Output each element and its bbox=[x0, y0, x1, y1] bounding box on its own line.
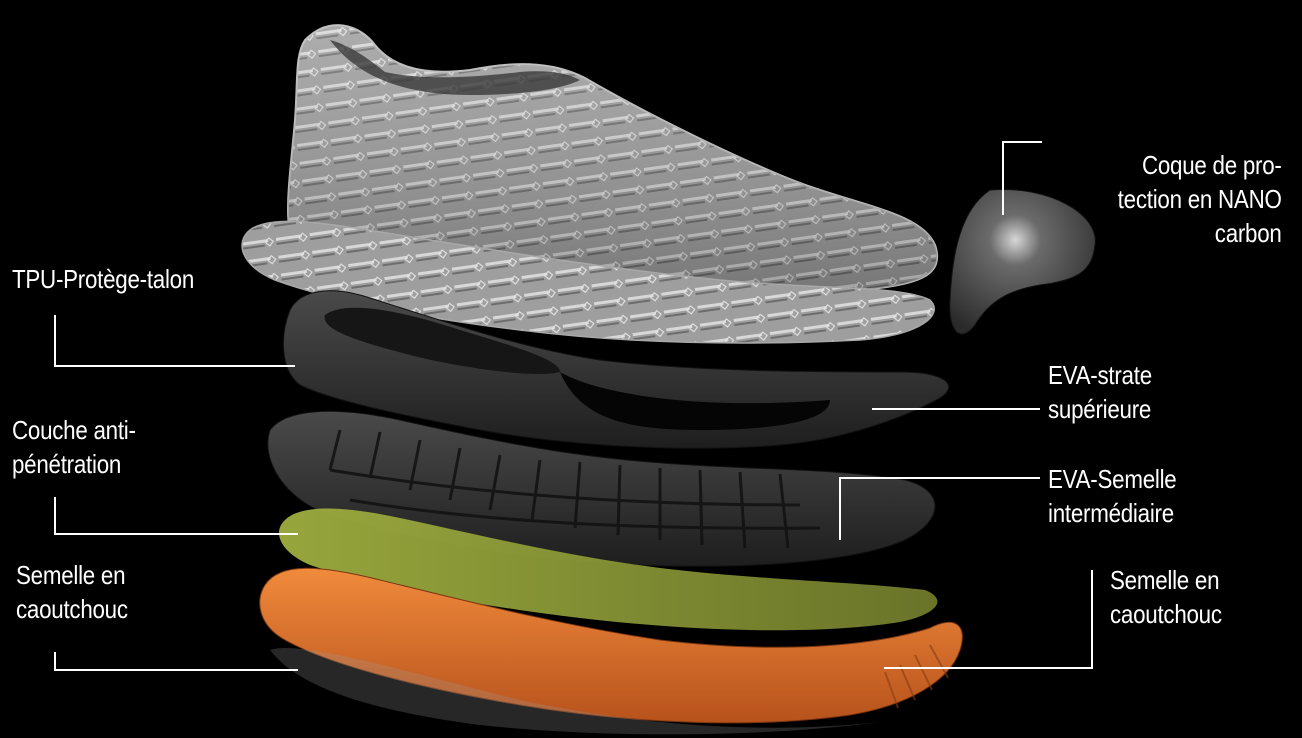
label-toe-cap-line-2: tection en NANO bbox=[1118, 182, 1282, 216]
label-rubber-sole-right-line-2: caoutchouc bbox=[1110, 597, 1222, 631]
leader-line-anti-penetration bbox=[55, 497, 298, 534]
label-eva-upper-line-1: EVA-strate bbox=[1048, 358, 1152, 392]
label-eva-midsole-line-1: EVA-Semelle bbox=[1048, 462, 1176, 496]
leader-line-rubber-sole-left bbox=[55, 652, 298, 670]
label-anti-penetration-line-1: Couche anti- bbox=[12, 413, 136, 447]
label-heel-protector: TPU-Protège-talon bbox=[12, 262, 194, 296]
label-eva-upper-line-2: supérieure bbox=[1048, 392, 1152, 426]
label-eva-upper: EVA-strate supérieure bbox=[1048, 358, 1152, 426]
label-toe-cap-line-1: Coque de pro- bbox=[1118, 148, 1282, 182]
label-toe-cap-line-3: carbon bbox=[1118, 216, 1282, 250]
label-rubber-sole-right: Semelle en caoutchouc bbox=[1110, 563, 1222, 631]
label-rubber-sole-left-line-1: Semelle en bbox=[16, 558, 128, 592]
leader-line-heel-protector bbox=[55, 315, 295, 366]
label-rubber-sole-left: Semelle en caoutchouc bbox=[16, 558, 128, 626]
label-eva-midsole: EVA-Semelle intermédiaire bbox=[1048, 462, 1176, 530]
label-anti-penetration-line-2: pénétration bbox=[12, 447, 136, 481]
label-rubber-sole-left-line-2: caoutchouc bbox=[16, 592, 128, 626]
toe-cap-illustration bbox=[950, 189, 1096, 334]
label-anti-penetration: Couche anti- pénétration bbox=[12, 413, 136, 481]
label-eva-midsole-line-2: intermédiaire bbox=[1048, 496, 1176, 530]
label-toe-cap: Coque de pro- tection en NANO carbon bbox=[1118, 148, 1282, 250]
label-rubber-sole-right-line-1: Semelle en bbox=[1110, 563, 1222, 597]
label-heel-protector-line-1: TPU-Protège-talon bbox=[12, 262, 194, 296]
